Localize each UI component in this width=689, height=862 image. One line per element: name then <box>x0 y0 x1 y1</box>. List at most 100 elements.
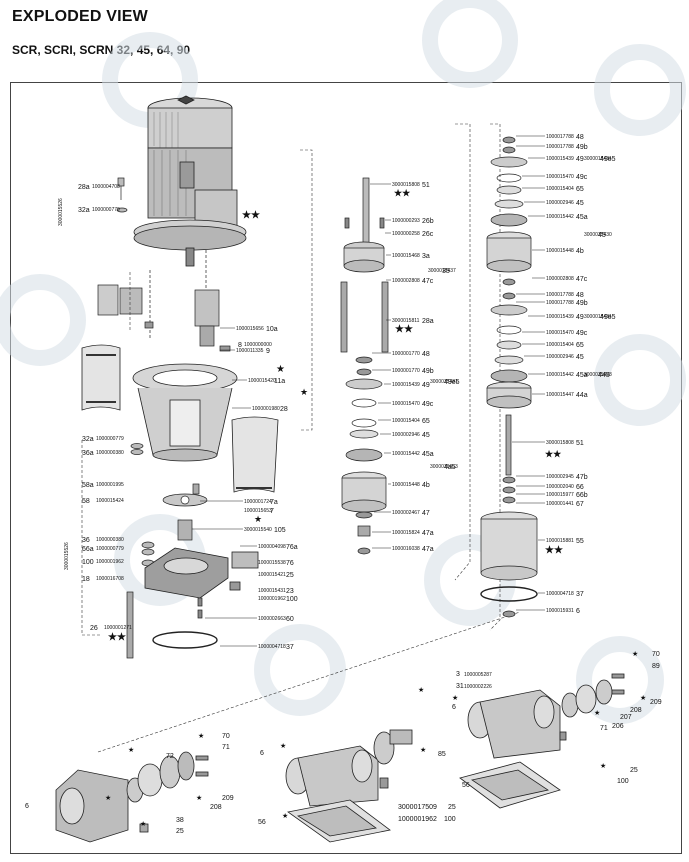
right-stack-label-part-number: 1000002946 <box>546 200 574 206</box>
bottom-ref-number: 71 <box>600 725 608 732</box>
right-stack-label-part-number: 1000015447 <box>546 392 574 398</box>
middle-stack-label-part-number: 3000015808 <box>392 182 420 188</box>
middle-stack-label-ref-number: 49 <box>422 382 430 389</box>
right-stack-stars-1: ★★ <box>545 449 562 459</box>
right-stack-label-part-number: 1000017788 <box>546 134 574 140</box>
bottom-star: ★ <box>594 709 600 717</box>
coupling-label-ref-number: 10a <box>266 326 278 333</box>
lantern-label-ref-number: 18 <box>82 576 90 583</box>
bottom-ref-number: 25 <box>630 767 638 774</box>
right-stack-stars-2: ★★ <box>545 545 563 556</box>
lantern-label-part-number: 1000015420 <box>248 378 276 384</box>
page-title: EXPLODED VIEW <box>12 8 148 25</box>
motor-assembly <box>133 95 247 267</box>
dashed-leaders <box>192 135 545 647</box>
middle-stack-label-ref-number: 47a <box>422 530 434 537</box>
right-stack-label-part-number: 1000015448 <box>546 248 574 254</box>
right-stack-label-ref-number: 65 <box>576 342 584 349</box>
middle-shaft-stack <box>340 177 389 555</box>
lantern-star: ★ <box>254 514 262 524</box>
coupling-assembly <box>97 250 231 352</box>
middle-stack-label-part-number: 1000015404 <box>392 418 420 424</box>
bottom-star: ★ <box>280 742 286 750</box>
lantern-label-ref-number: 37 <box>286 644 294 651</box>
middle-stack-label-part-number: 1000000293 <box>392 218 420 224</box>
coupling-label-ref-number: 9 <box>266 348 270 355</box>
right-stack-label-part-number: 1000015977 <box>546 492 574 498</box>
right-stack-label-ref-number: 48 <box>576 292 584 299</box>
label-layer: 100000470828a100000077932a3000015526★★10… <box>25 134 662 835</box>
lantern-label-ref-number: 26 <box>90 625 98 632</box>
lantern-label-part-number: 1000001980 <box>252 406 280 412</box>
bottom-top-part-number: 1000002226 <box>464 684 492 690</box>
middle-stack-label-part-number: 1000016038 <box>392 546 420 552</box>
motor-bolts <box>116 177 128 213</box>
right-stack-label-part-number: 1000015439 <box>546 156 574 162</box>
bottom-star: ★ <box>640 694 646 702</box>
lantern-label-part-number: 1000001962 <box>96 559 124 565</box>
bottom-ref-number: 25 <box>176 828 184 835</box>
right-stack-label-part-number: 1000015442 <box>546 214 574 220</box>
lantern-label-part-number: 3000015540 <box>244 527 272 533</box>
lantern-label-ref-number: 23 <box>286 588 294 595</box>
middle-stack-label-ref-number: 26b <box>422 218 434 225</box>
lantern-label-part-number: 1000015653 <box>244 508 272 514</box>
middle-stack-label-ref-number: 4b <box>422 482 430 489</box>
coupling-guard-left <box>81 344 121 411</box>
right-stack-label-part-number: 1000004718 <box>546 591 574 597</box>
middle-stack-label-part-number: 1000002467 <box>392 510 420 516</box>
middle-stack-label-ref-number: 49b <box>422 368 434 375</box>
right-stack-label-ref-number: 65 <box>576 186 584 193</box>
middle-stack-stars-2: ★★ <box>395 324 413 335</box>
lantern-star-2: ★ <box>300 387 308 397</box>
bottom-star: ★ <box>452 694 458 702</box>
bottom-star: ★ <box>140 820 146 828</box>
middle-stack-label-part-number: 3000015431 <box>430 379 458 385</box>
motor-label-ref-number: 32a <box>78 207 90 214</box>
right-stack-label-part-number: 1000015931 <box>546 608 574 614</box>
lantern-label-ref-number: 7a <box>270 499 278 506</box>
lantern-label-part-number: 1000001271 <box>104 625 132 631</box>
right-stack-label-ref-number: 45 <box>576 200 584 207</box>
coupling-label-part-number: 1000000000 <box>244 342 272 348</box>
right-stack-label-part-number: 1000015442 <box>546 372 574 378</box>
right-stack-label-ref-number: 44a <box>576 392 588 399</box>
bottom-ref-number: 38 <box>176 817 184 824</box>
right-stack-label-ref-number: 49c <box>576 330 588 337</box>
bottom-ref-number: 100 <box>617 778 629 785</box>
lantern-label-part-number: 1000015431 <box>258 588 286 594</box>
middle-stack-label-part-number: 1000001770 <box>392 368 420 374</box>
motor-stars: ★★ <box>242 210 260 221</box>
motor-label-ref-number: 28a <box>78 184 90 191</box>
middle-stack-label-ref-number: 47 <box>422 510 430 517</box>
right-stack-label-part-number: 1000015404 <box>546 186 574 192</box>
lantern-label-ref-number: 100 <box>82 559 94 566</box>
right-stack-label-ref-number: 47b <box>576 474 588 481</box>
coupling-label-ref-number: 8 <box>238 342 242 349</box>
middle-stack-label-ref-number: 35 <box>442 268 450 275</box>
lantern-label-ref-number: 28 <box>280 406 288 413</box>
bottom-ref-number: 207 <box>620 714 632 721</box>
coupling-label-part-number: 1000011335 <box>236 348 264 354</box>
right-stack-label-ref-number: 6 <box>576 608 580 615</box>
right-stack-label-ref-number: 49b <box>576 300 588 307</box>
lantern-label-part-number: 1000000380 <box>96 537 124 543</box>
right-stack-label-part-number: 3000015431 <box>584 156 612 162</box>
lantern-label-part-number: 1000001995 <box>96 482 124 488</box>
lantern-label-ref-number: 58 <box>82 498 90 505</box>
right-stack-label-part-number: 1000002040 <box>546 484 574 490</box>
right-stack-label-part-number: 3000015431 <box>584 314 612 320</box>
bottom-star: ★ <box>632 650 638 658</box>
bottom-ref-number: 209 <box>650 699 662 706</box>
middle-stack-label-ref-number: 45 <box>422 432 430 439</box>
middle-stack-label-ref-number: 3a <box>422 253 430 260</box>
middle-stack-label-ref-number: 4a5 <box>444 464 456 471</box>
lantern-stars: ★★ <box>108 632 126 643</box>
right-stack-label-part-number: 1000015439 <box>546 314 574 320</box>
right-stack-label-ref-number: 55 <box>576 538 584 545</box>
coupling-guard-right <box>231 416 279 493</box>
bottom-ref-number: 56 <box>462 782 470 789</box>
lantern-label-part-number: 1000004098 <box>258 544 286 550</box>
middle-stack-label-ref-number: 45a <box>422 451 434 458</box>
lantern-label-ref-number: 11a <box>274 378 285 385</box>
